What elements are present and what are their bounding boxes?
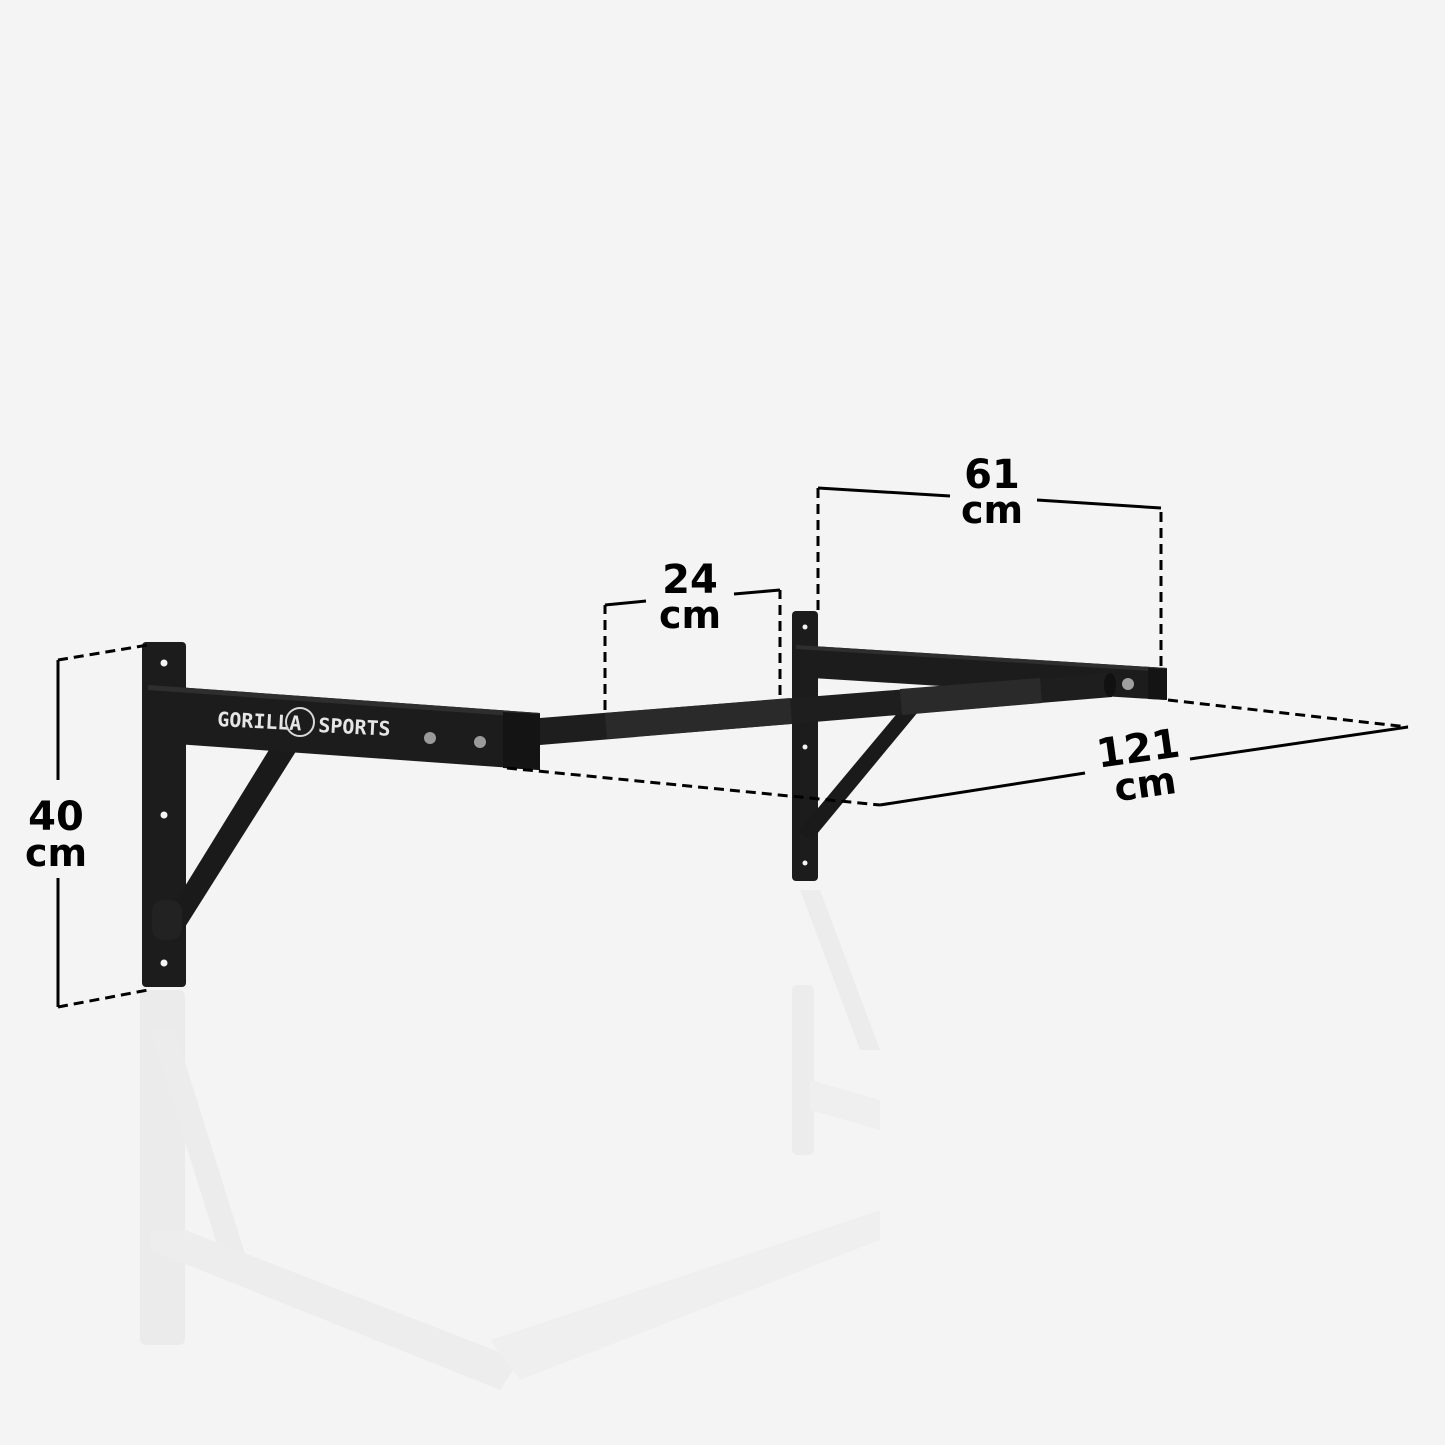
dimension-depth: 61 cm xyxy=(816,452,1163,666)
left-diagonal-brace xyxy=(158,745,300,935)
bolt-nut-icon xyxy=(474,736,486,748)
mounting-hole-icon xyxy=(160,811,168,819)
bolt-nut-icon xyxy=(424,732,436,744)
depth-unit: cm xyxy=(961,488,1023,532)
mounting-hole-icon xyxy=(802,624,808,630)
dimension-grip-width: 24 cm xyxy=(603,557,782,710)
left-arm: GORILLA SPORTS xyxy=(148,685,540,770)
bolt-nut-icon xyxy=(1122,678,1134,690)
gorilla-logo-icon xyxy=(285,707,315,737)
depth-value: 61 xyxy=(964,452,1020,498)
mounting-hole-icon xyxy=(802,860,808,866)
width-unit: cm xyxy=(1111,758,1179,810)
right-diagonal-brace xyxy=(798,710,918,840)
height-unit: cm xyxy=(25,831,87,875)
grip-width-unit: cm xyxy=(659,593,721,637)
dimension-height: 40 cm xyxy=(25,643,149,1009)
bar-end-cap xyxy=(1104,673,1116,697)
right-arm-end-cap xyxy=(1148,668,1167,700)
mounting-hole-icon xyxy=(802,744,808,750)
left-grip-knurling xyxy=(605,698,792,739)
dimension-width: 121 cm xyxy=(506,698,1409,810)
left-arm-end-cap xyxy=(503,712,540,770)
right-wall-bracket xyxy=(792,611,918,881)
mounting-hole-icon xyxy=(160,959,168,967)
height-value: 40 xyxy=(28,794,84,840)
brand-right-text: SPORTS xyxy=(318,713,391,741)
pull-up-bar xyxy=(540,673,1116,745)
floor-reflection xyxy=(140,890,880,1390)
right-grip-knurling xyxy=(900,678,1042,715)
grip-width-value: 24 xyxy=(662,557,718,603)
mounting-hole-icon xyxy=(160,659,168,667)
